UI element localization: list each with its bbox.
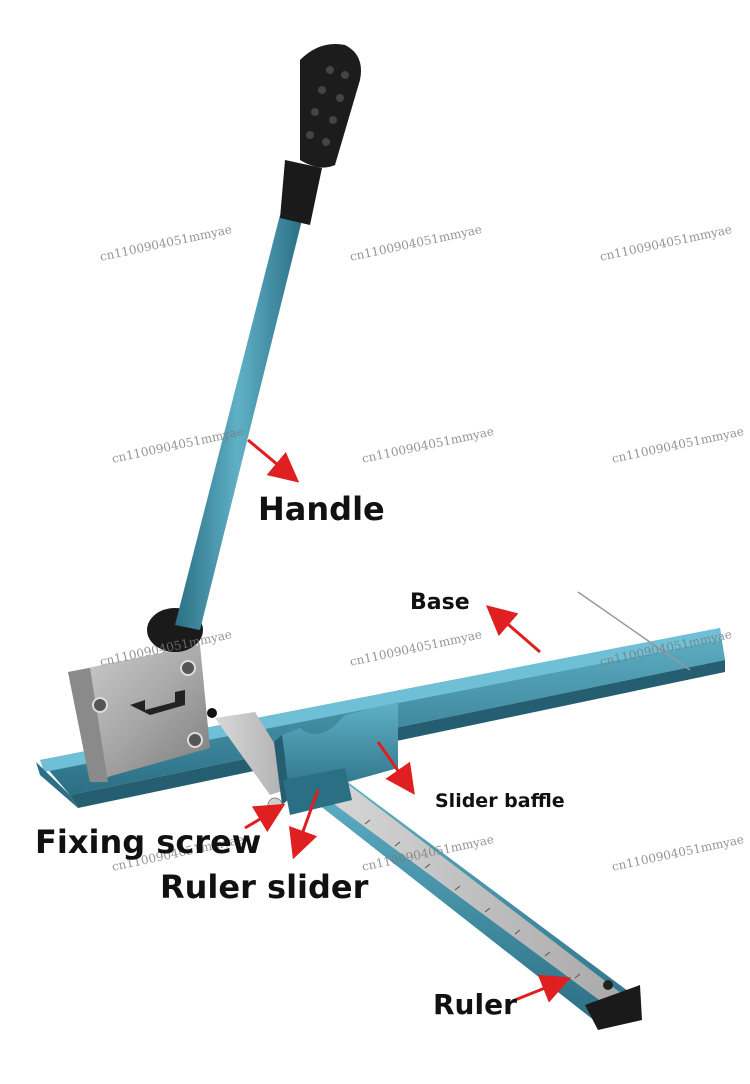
wire: [577, 591, 691, 671]
arrow-ruler-slider: [289, 789, 320, 860]
arrow-fixing-screw: [244, 803, 286, 833]
base-label: Base: [410, 590, 470, 615]
arrow-base: [485, 605, 541, 654]
handle-grip: [280, 44, 361, 225]
ruler-slider-label: Ruler slider: [160, 868, 369, 906]
handle-label: Handle: [258, 490, 385, 528]
slider-baffle-label: Slider baffle: [435, 790, 565, 812]
ruler-ticks: [334, 797, 581, 979]
arrow-ruler: [514, 974, 572, 1003]
arrows: [244, 438, 572, 1003]
ruler-label: Ruler: [433, 988, 517, 1021]
fixing-screw-label: Fixing screw: [35, 823, 262, 861]
ruler-arm: [300, 780, 642, 1030]
handle-rod: [175, 215, 302, 630]
arrow-slider-baffle: [376, 741, 415, 795]
arrow-handle: [247, 438, 300, 483]
